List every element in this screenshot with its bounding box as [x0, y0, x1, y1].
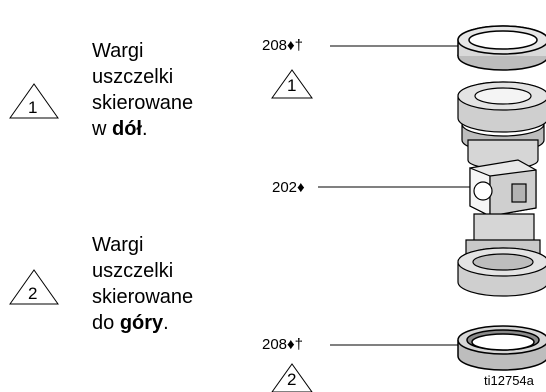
note-2-text: Wargi uszczelki skierowane do góry. — [92, 232, 193, 336]
note-2-line: uszczelki — [92, 260, 174, 282]
callout-top-marker-number: 1 — [287, 76, 297, 95]
note-1-period: . — [142, 118, 148, 140]
callout-bottom-marker-number: 2 — [287, 370, 297, 389]
note-1-direction: dół — [112, 118, 142, 140]
figure-id: ti12754a — [484, 373, 534, 388]
note-2-last-line: do góry. — [92, 310, 193, 336]
note-1-text: Wargi uszczelki skierowane w dół. — [92, 38, 193, 142]
note-1-line: Wargi — [92, 40, 144, 62]
note-1-line: skierowane — [92, 92, 194, 114]
top-seal-ring — [457, 25, 546, 71]
note-2-marker-number: 2 — [28, 284, 38, 303]
note-2-line: Wargi — [92, 234, 144, 256]
note-1-marker-number: 1 — [28, 98, 38, 117]
note-2-direction: góry — [119, 312, 164, 334]
callout-bottom-triangle-marker — [271, 363, 313, 392]
note-1-last-line: w dół. — [92, 116, 193, 142]
callout-top-triangle-marker — [271, 69, 313, 99]
note-1-triangle-marker — [9, 83, 59, 119]
callout-top-label: 208♦† — [262, 37, 304, 54]
bottom-seal-ring — [457, 325, 546, 371]
note-2-line: skierowane — [92, 286, 194, 308]
note-2-prefix: do — [92, 312, 120, 334]
note-1-line: uszczelki — [92, 66, 174, 88]
note-2-period: . — [163, 312, 169, 334]
piston-body — [457, 81, 546, 297]
note-2-triangle-marker — [9, 269, 59, 305]
callout-bottom-label: 208♦† — [262, 336, 304, 353]
callout-middle-label: 202♦ — [272, 179, 305, 196]
note-1-prefix: w — [92, 118, 112, 140]
